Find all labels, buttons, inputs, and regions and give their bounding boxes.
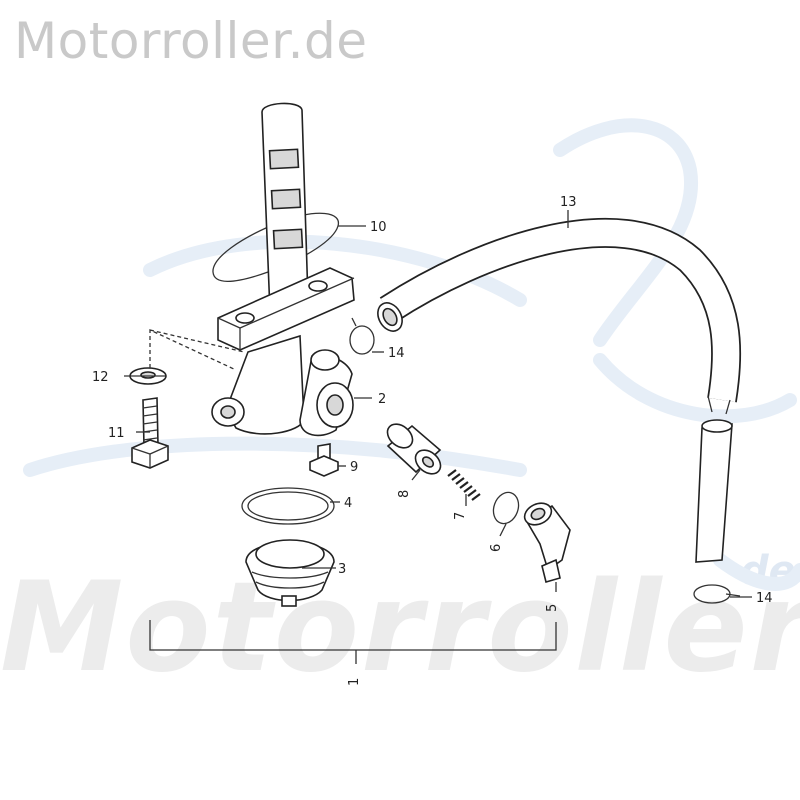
scooter-watermark-swoosh: [23, 118, 800, 591]
part-9-screw: [309, 443, 339, 477]
callout-8: 8: [397, 490, 412, 498]
part-14-clamp-upper: [349, 317, 375, 355]
watermark-text: Motorroller: [0, 556, 800, 700]
callout-14-lower: 14: [756, 591, 773, 606]
callout-9: 9: [350, 460, 358, 475]
mounting-dash-lines: [149, 328, 245, 371]
callout-14-upper: 14: [388, 346, 405, 361]
callout-labels: 10 2 14 3 4 9 12 11 8 7 6 5 13 14 1: [92, 195, 773, 686]
callout-5: 5: [545, 604, 560, 612]
part-7-spring: [447, 469, 481, 501]
callout-2: 2: [378, 392, 386, 407]
part-14-clamp-lower: [693, 584, 741, 604]
part-8-sleeve: [386, 423, 442, 475]
part-2-fuel-tap: [211, 102, 355, 437]
callout-4: 4: [344, 496, 352, 511]
callout-13: 13: [560, 195, 577, 210]
part-6-small-o-ring: [492, 491, 520, 525]
callout-3: 3: [338, 562, 346, 577]
callout-7: 7: [453, 512, 468, 520]
callout-11: 11: [108, 426, 125, 441]
site-title: Motorroller.de: [14, 12, 368, 70]
callout-12: 12: [92, 370, 109, 385]
part-13-fuel-hose: [377, 217, 742, 563]
part-3-filter-cup: [245, 539, 335, 607]
part-4-o-ring: [241, 487, 335, 525]
callout-10: 10: [370, 220, 387, 235]
part-11-bolt: [131, 397, 169, 469]
callout-1: 1: [347, 678, 362, 686]
part-5-elbow-nozzle: [523, 502, 571, 583]
leader-lines: [124, 210, 752, 664]
callout-6: 6: [489, 544, 504, 552]
